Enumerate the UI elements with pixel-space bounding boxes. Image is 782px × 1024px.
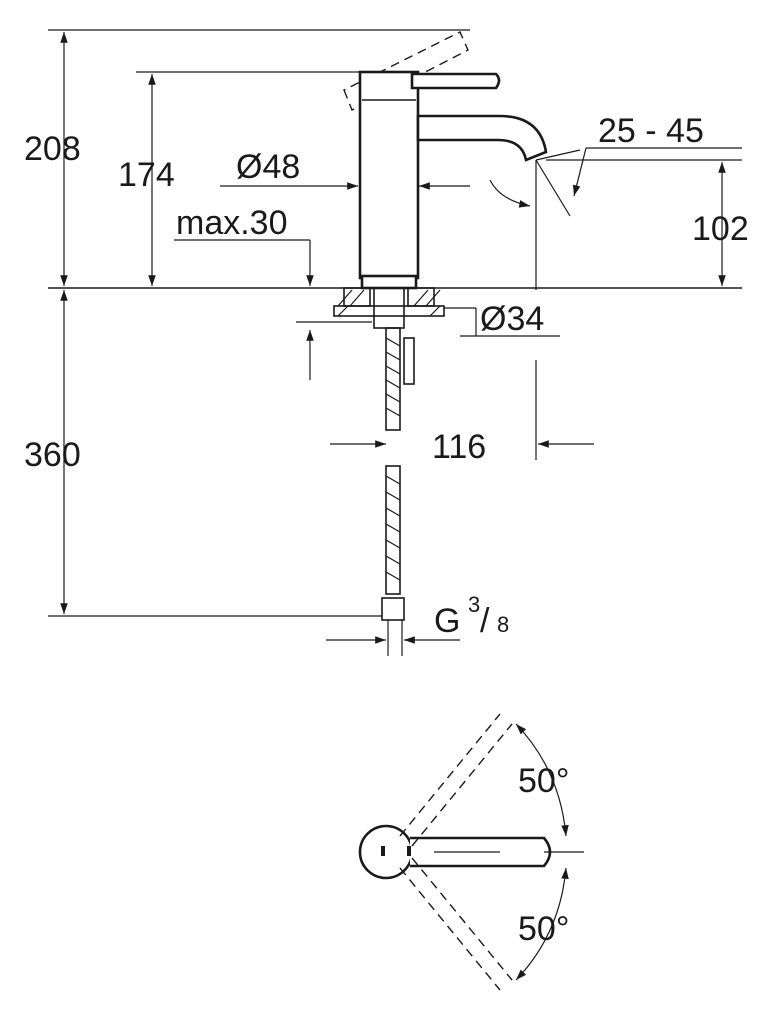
dim-g-label: G	[434, 602, 460, 640]
hose-lower-braid	[385, 475, 401, 581]
top-view-body	[358, 824, 414, 880]
inlet-fitting	[403, 337, 415, 385]
dim-g-numerator: 3	[468, 592, 480, 617]
hatch-5	[337, 305, 349, 317]
hatch-6	[429, 305, 441, 317]
angle-leader-drop	[572, 147, 587, 197]
dim-116-label: 116	[432, 428, 486, 466]
faucet-body	[358, 70, 420, 280]
dim-34-label: Ø34	[480, 300, 544, 338]
dim-174-label: 174	[118, 156, 175, 194]
top-view-outlet-mark-2	[407, 846, 411, 856]
dim-g-slash: /	[480, 602, 490, 640]
mount-washer	[333, 305, 445, 317]
angle-bottom-label: 50°	[518, 910, 569, 948]
dim-g-denominator: 8	[497, 612, 509, 637]
dim-angle-label: 25 - 45	[598, 112, 704, 150]
hatch-4	[425, 289, 441, 307]
handle-rot-up-b	[411, 723, 513, 847]
mount-nut-left	[343, 287, 371, 307]
faucet-base	[360, 274, 418, 290]
mount-shank	[373, 287, 405, 329]
dim-208-label: 208	[24, 130, 81, 168]
angle-top-label: 50°	[518, 762, 569, 800]
handle-rot-up-a	[399, 713, 501, 837]
spout	[416, 114, 548, 162]
angle-ray-b	[535, 149, 581, 161]
hose-lower	[385, 465, 401, 595]
dim-102-label: 102	[692, 210, 749, 248]
hose-nut	[381, 597, 405, 621]
angle-ray-a	[535, 159, 571, 217]
hatch-3	[413, 289, 429, 307]
dim-48-label: Ø48	[236, 148, 300, 186]
top-view-outlet-mark	[381, 846, 385, 856]
dim-max30-label: max.30	[176, 204, 288, 242]
handle-rot-down-a	[399, 867, 501, 991]
dim-360-label: 360	[24, 436, 81, 474]
mount-nut-right	[407, 287, 435, 307]
handle-rot-down-b	[411, 857, 513, 981]
angle-arc-bottom	[515, 867, 569, 981]
hose-upper-braid	[385, 337, 401, 417]
hatch-1	[337, 289, 353, 307]
handle-alt-position	[343, 31, 469, 111]
hose-upper	[385, 327, 401, 431]
angle-arc	[489, 179, 531, 208]
angle-arc-top	[515, 723, 569, 837]
hatch-2	[349, 289, 365, 307]
handle-lever	[410, 72, 501, 90]
